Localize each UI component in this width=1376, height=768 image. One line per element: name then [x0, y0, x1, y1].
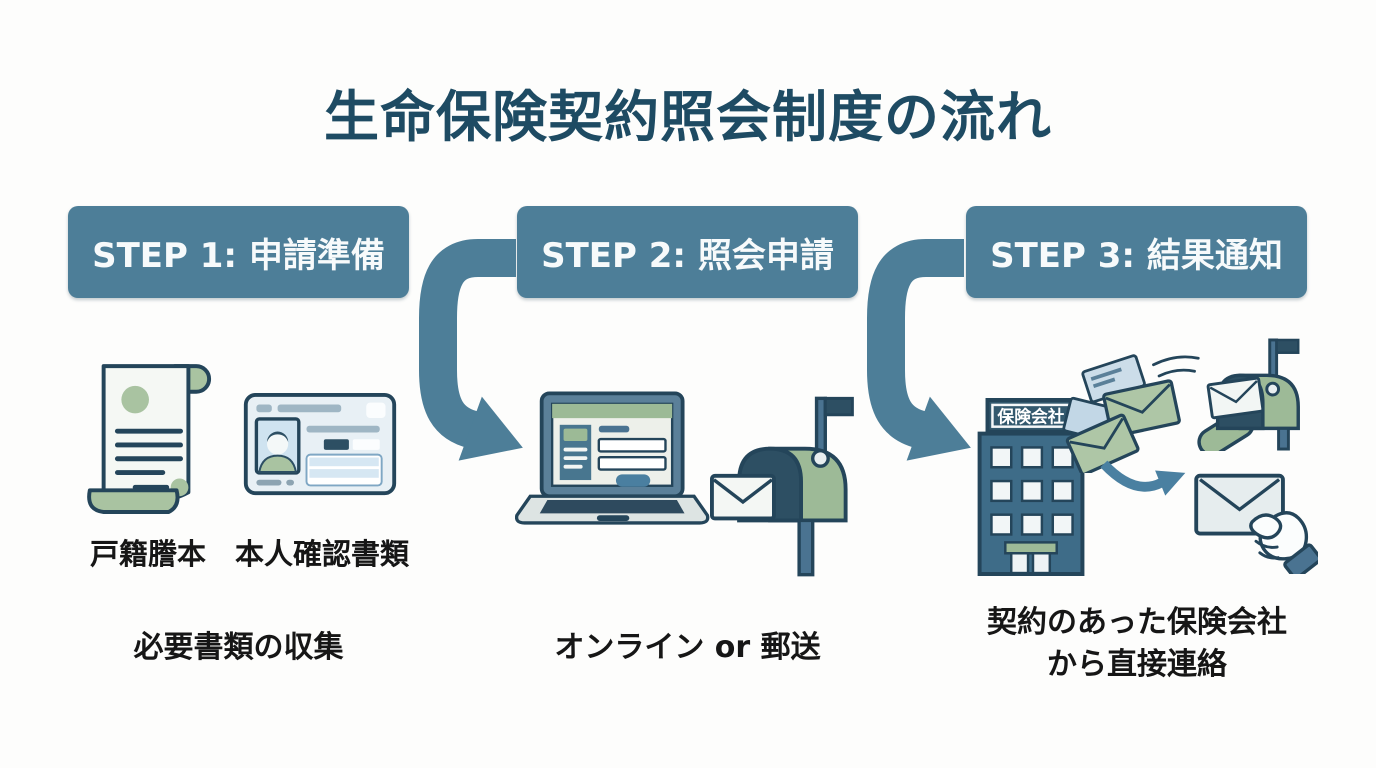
step-3-label: STEP 3: 結果通知 [990, 235, 1283, 276]
step-3-caption: 契約のあった保険会社 から直接連絡 [987, 605, 1287, 682]
id-card-caption: 本人確認書類 [234, 537, 409, 571]
hand-envelope-icon [1194, 473, 1318, 574]
step-1-box: STEP 1: 申請準備 [68, 206, 409, 298]
curved-arrow-2-icon [867, 239, 971, 461]
page-title: 生命保険契約照会制度の流れ [323, 85, 1052, 149]
family-register-scroll-icon [87, 364, 212, 514]
insurance-company-building-icon: 保険会社 [977, 398, 1085, 576]
mailbox-post-icon [710, 396, 854, 577]
laptop-form-icon [515, 391, 710, 525]
step-3-box: STEP 3: 結果通知 [966, 206, 1307, 298]
step-2-box: STEP 2: 照会申請 [517, 206, 858, 298]
step-2-label: STEP 2: 照会申請 [541, 235, 834, 276]
delivery-arrow-icon [1100, 460, 1186, 496]
step-2-caption: オンライン or 郵送 [554, 630, 821, 665]
id-card-icon [243, 392, 397, 496]
step-1-label: STEP 1: 申請準備 [92, 235, 385, 276]
curved-arrow-1-icon [419, 239, 523, 461]
step-1-caption: 必要書類の収集 [133, 630, 344, 665]
building-sign-text: 保険会社 [996, 407, 1064, 427]
flying-envelopes-icon [1062, 354, 1200, 473]
mailbox-receiving-icon [1197, 338, 1300, 451]
scroll-caption: 戸籍謄本 [89, 537, 206, 571]
